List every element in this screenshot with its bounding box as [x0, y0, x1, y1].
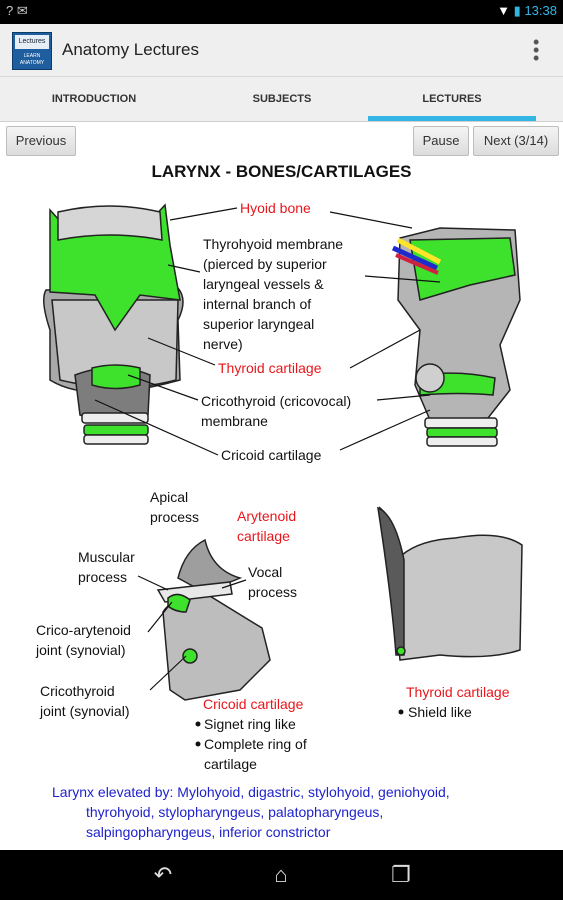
label-cricothyroid-joint: Cricothyroid joint (synovial) — [40, 681, 129, 721]
cricothyroid-line: membrane — [201, 413, 268, 429]
muscular-line: process — [78, 569, 128, 585]
larynx-illustration — [43, 203, 523, 747]
vocal-line: process — [248, 584, 298, 600]
larynx-elevated-note: Larynx elevated by: Mylohyoid, digastric… — [52, 782, 450, 842]
overflow-menu-icon[interactable]: ••• — [533, 32, 540, 68]
thyrohyoid-line: Thyrohyoid membrane — [203, 236, 344, 252]
tab-bar: INTRODUCTION SUBJECTS LECTURES — [0, 77, 563, 122]
tab-introduction[interactable]: INTRODUCTION — [51, 93, 137, 105]
thyroid-shield-diagram — [377, 506, 523, 661]
larynx-side-view — [391, 227, 521, 447]
label-cricoid-cartilage-title: Cricoid cartilage — [203, 696, 304, 712]
crico-arytenoid-line: joint (synovial) — [36, 642, 126, 658]
cricoid-bullet: Signet ring like — [204, 716, 296, 732]
label-thyroid-cartilage: Thyroid cartilage — [218, 360, 322, 376]
thyroid-bullet: Shield like — [408, 704, 472, 720]
tab-subjects[interactable]: SUBJECTS — [252, 93, 312, 105]
label-muscular-process: Muscular process — [78, 547, 135, 587]
bullet-dots — [195, 709, 404, 747]
arytenoid-diagram — [156, 538, 271, 701]
vocal-line: Vocal — [248, 564, 283, 580]
label-thyrohyoid-membrane: Thyrohyoid membrane (pierced by superior… — [203, 234, 343, 354]
cricothyroid-joint-line: joint (synovial) — [40, 703, 130, 719]
cricothyroid-line: Cricothyroid (cricovocal) — [201, 393, 352, 409]
label-crico-arytenoid-joint: Crico-arytenoid joint (synovial) — [36, 620, 131, 660]
app-icon[interactable]: Lectures LEARN ANATOMY — [12, 32, 52, 70]
elevated-line: salpingopharyngeus, inferior constrictor — [86, 824, 331, 840]
label-arytenoid-cartilage: Arytenoid cartilage — [237, 506, 296, 546]
thyrohyoid-line: superior laryngeal — [203, 316, 315, 332]
recents-icon[interactable]: ❐ — [391, 862, 411, 887]
system-nav-bar: ↶ ⌂ ❐ — [0, 850, 563, 900]
lecture-nav: Previous Pause Next (3/14) — [0, 124, 563, 158]
app-icon-bottom: LEARN ANATOMY — [19, 53, 45, 66]
elevated-line: Larynx elevated by: Mylohyoid, digastric… — [52, 784, 450, 800]
status-time: 13:38 — [524, 3, 557, 18]
label-vocal-process: Vocal process — [248, 562, 297, 602]
label-cricothyroid-membrane: Cricothyroid (cricovocal) membrane — [201, 391, 351, 431]
cricoid-bullet: Complete ring of — [204, 736, 307, 752]
status-bar: ? ✉ ▼ ▮ 13:38 — [0, 0, 563, 24]
notification-icons: ? ✉ — [6, 3, 28, 18]
label-thyroid-cartilage-title: Thyroid cartilage — [406, 684, 510, 700]
home-icon[interactable]: ⌂ — [274, 862, 288, 887]
leader-lines — [94, 207, 441, 456]
pause-button[interactable]: Pause — [413, 126, 469, 156]
thyrohyoid-line: (pierced by superior — [203, 256, 327, 272]
thyrohyoid-line: nerve) — [203, 336, 243, 352]
app-icon-top: Lectures — [15, 35, 49, 49]
tab-lectures[interactable]: LECTURES — [368, 77, 536, 121]
app-title: Anatomy Lectures — [62, 40, 200, 59]
previous-button[interactable]: Previous — [6, 126, 76, 156]
slide-title: LARYNX - BONES/CARTILAGES — [151, 162, 412, 181]
label-hyoid-bone: Hyoid bone — [240, 200, 311, 216]
arytenoid-line: cartilage — [237, 528, 290, 544]
arytenoid-leader-lines — [137, 575, 247, 691]
arytenoid-line: Arytenoid — [237, 508, 297, 524]
clock: ▼ ▮ 13:38 — [497, 3, 557, 19]
thyrohyoid-line: internal branch of — [203, 296, 312, 312]
next-button[interactable]: Next (3/14) — [473, 126, 559, 156]
label-apical-process: Apical process — [150, 487, 199, 527]
apical-line: Apical — [150, 489, 189, 505]
crico-arytenoid-line: Crico-arytenoid — [36, 622, 131, 638]
elevated-line: thyrohyoid, stylopharyngeus, palatophary… — [86, 804, 384, 820]
battery-icon: ▮ — [513, 3, 521, 18]
action-bar: Lectures LEARN ANATOMY Anatomy Lectures … — [0, 24, 563, 77]
cricoid-bullet: cartilage — [204, 756, 257, 772]
wifi-icon: ▼ — [497, 3, 511, 18]
thyrohyoid-line: laryngeal vessels & — [203, 276, 324, 292]
back-icon[interactable]: ↶ — [153, 862, 173, 887]
label-cricoid-cartilage: Cricoid cartilage — [221, 447, 322, 463]
muscular-line: Muscular — [78, 549, 135, 565]
apical-line: process — [150, 509, 200, 525]
cricothyroid-joint-line: Cricothyroid — [40, 683, 115, 699]
larynx-front-view — [43, 203, 184, 445]
